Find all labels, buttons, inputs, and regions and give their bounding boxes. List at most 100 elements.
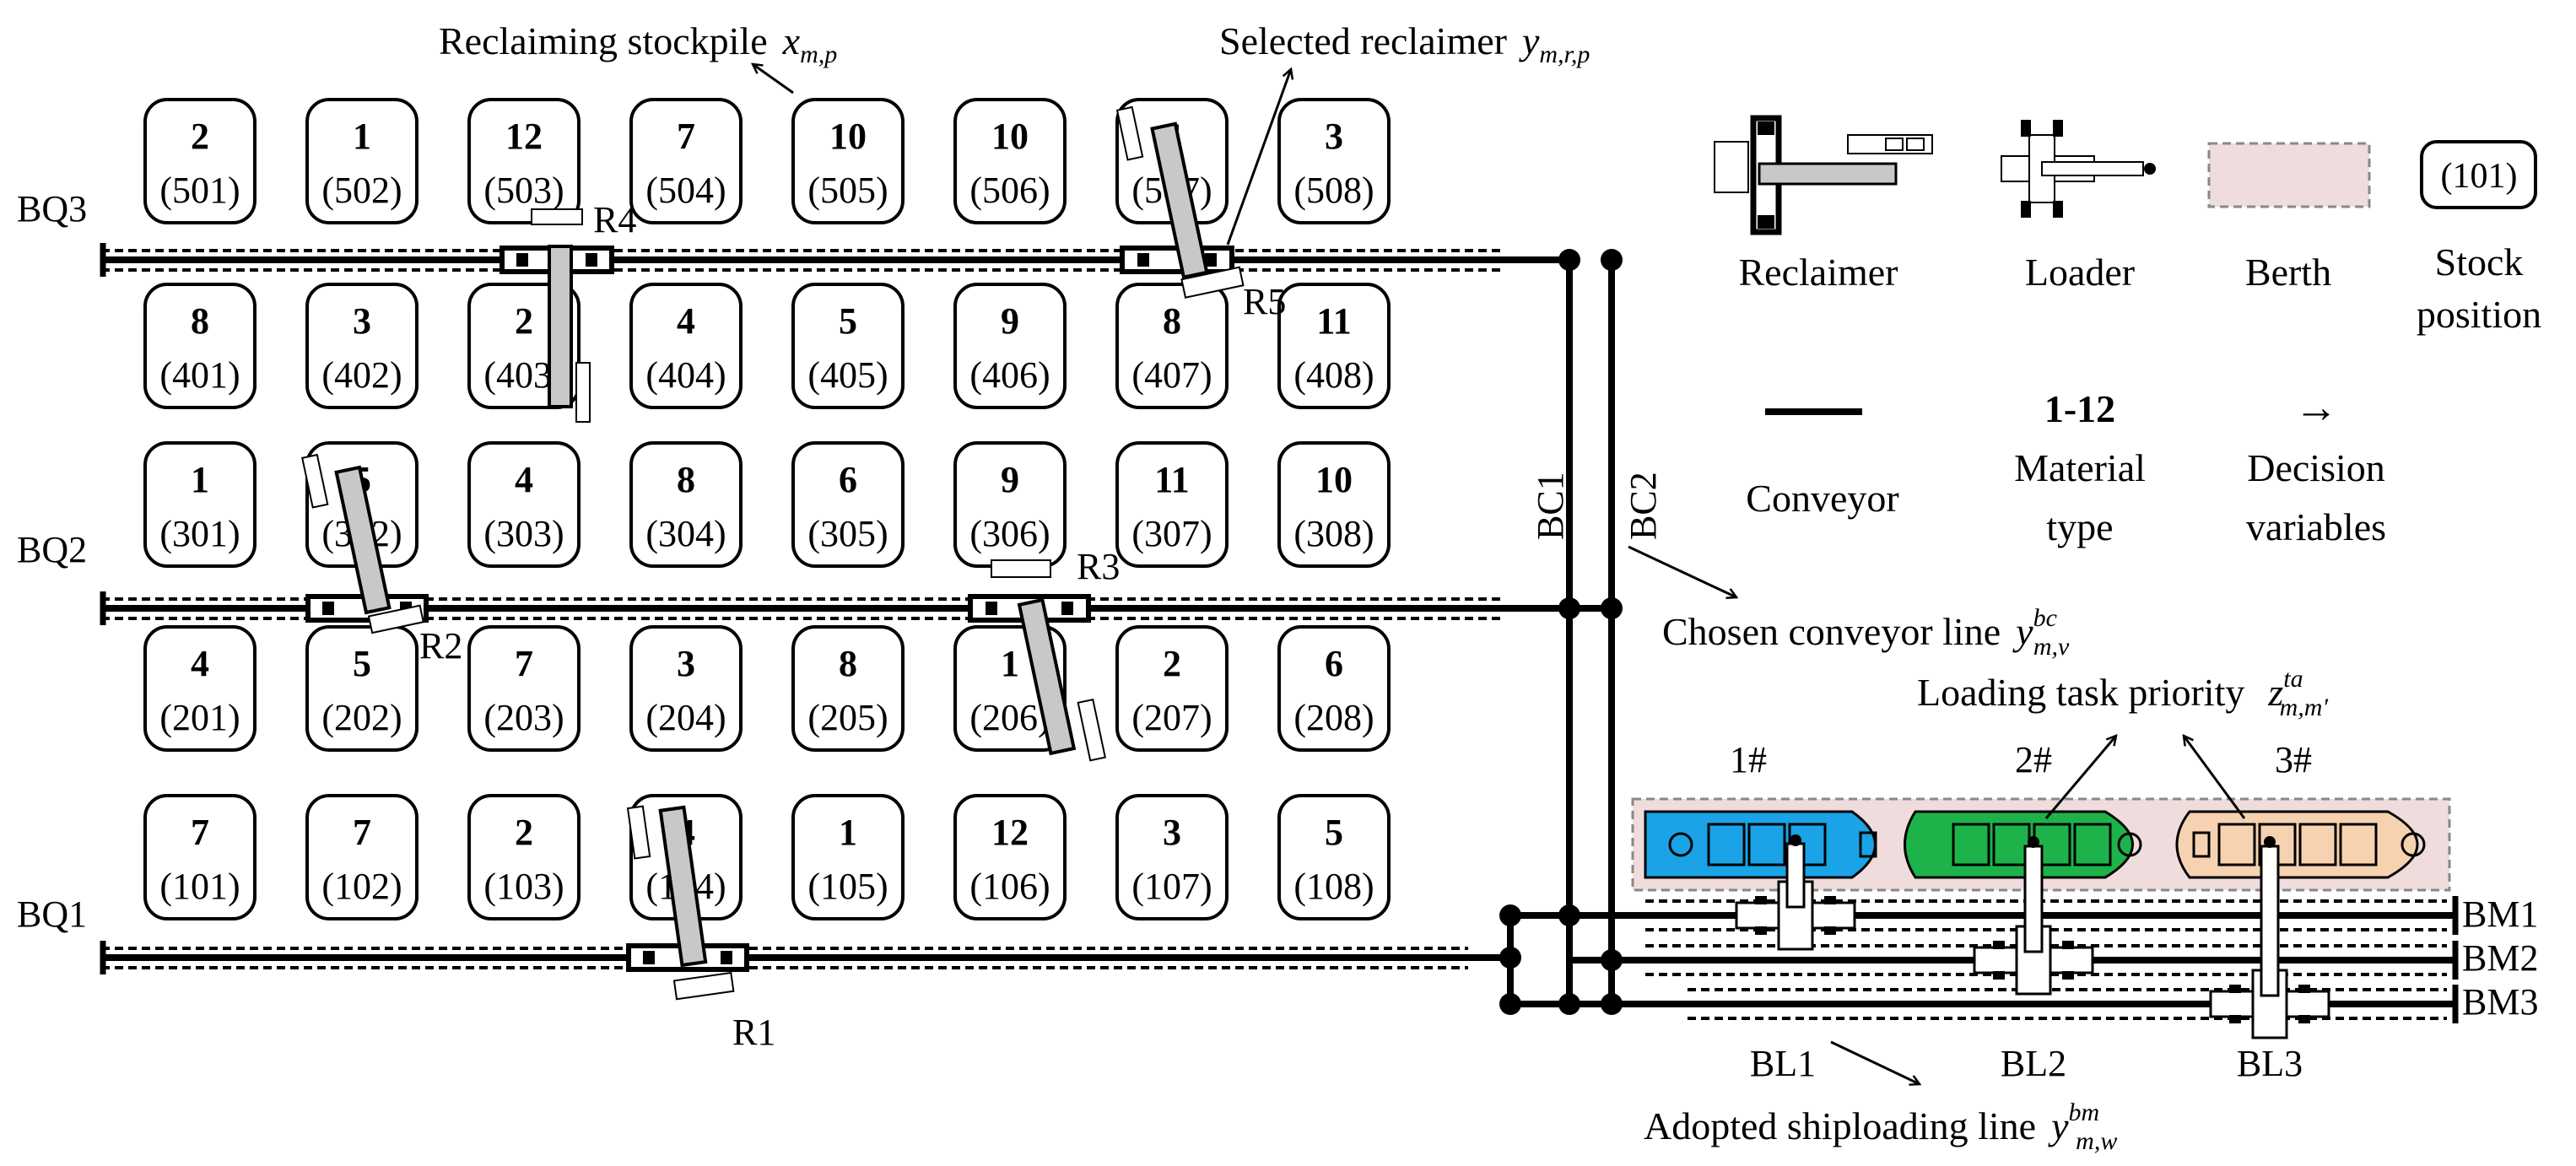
conveyor-bc1[interactable]: BC1 bbox=[1530, 260, 1573, 1004]
ship-3[interactable]: 3# bbox=[2175, 739, 2426, 879]
stock-cell-307[interactable]: 11 (307) bbox=[1115, 441, 1229, 568]
annotation-arrow bbox=[753, 64, 794, 94]
stock-cell-201[interactable]: 4 (201) bbox=[143, 625, 257, 752]
stock-cell-107[interactable]: 3 (107) bbox=[1115, 794, 1229, 920]
position-label: (506) bbox=[969, 170, 1050, 211]
material-label: 1 bbox=[191, 459, 209, 500]
stock-cell-504[interactable]: 7 (504) bbox=[629, 98, 743, 224]
stock-cell-505[interactable]: 10 (505) bbox=[791, 98, 905, 224]
stock-cell-503[interactable]: 12 (503) bbox=[467, 98, 581, 224]
stock-cell-108[interactable]: 5 (108) bbox=[1277, 794, 1391, 920]
ship-line-bm3[interactable]: BM3 bbox=[1688, 981, 2538, 1023]
stock-cell-501[interactable]: 2 (501) bbox=[143, 98, 257, 224]
annotation-arrow bbox=[2184, 736, 2246, 819]
stock-cell-306[interactable]: 9 (306) bbox=[953, 441, 1067, 568]
ship-1[interactable]: 1# bbox=[1644, 739, 1877, 879]
track-label: BQ3 bbox=[17, 188, 87, 229]
stock-cell-301[interactable]: 1 (301) bbox=[143, 441, 257, 568]
ship-line-label: BM2 bbox=[2462, 937, 2538, 979]
track-label: BQ1 bbox=[17, 893, 87, 935]
ship-label: 2# bbox=[2015, 739, 2052, 780]
track-bq1[interactable]: BQ1 bbox=[17, 893, 1510, 974]
stock-cell-101[interactable]: 7 (101) bbox=[143, 794, 257, 920]
position-label: (201) bbox=[159, 697, 240, 738]
legend-label: type bbox=[2046, 505, 2113, 548]
stock-cell-408[interactable]: 11 (408) bbox=[1277, 283, 1391, 409]
stock-cell-105[interactable]: 1 (105) bbox=[791, 794, 905, 920]
legend-conveyor: Conveyor bbox=[1746, 408, 1899, 520]
ship-2[interactable]: 2# bbox=[1904, 739, 2142, 879]
material-label: 1 bbox=[1001, 643, 1019, 684]
stock-cell-305[interactable]: 6 (305) bbox=[791, 441, 905, 568]
position-label: (106) bbox=[969, 866, 1050, 907]
stock-cell-205[interactable]: 8 (205) bbox=[791, 625, 905, 752]
reclaimer-r3[interactable]: R3 bbox=[968, 546, 1120, 769]
loader-bl3[interactable] bbox=[2209, 836, 2330, 1039]
stock-cell-405[interactable]: 5 (405) bbox=[791, 283, 905, 409]
stock-cell-308[interactable]: 10 (308) bbox=[1277, 441, 1391, 568]
position-label: (406) bbox=[969, 354, 1050, 396]
stock-cell-102[interactable]: 7 (102) bbox=[305, 794, 419, 920]
position-label: (301) bbox=[159, 513, 240, 554]
ship-label: 3# bbox=[2275, 739, 2312, 780]
stock-cell-202[interactable]: 5 (202) bbox=[305, 625, 419, 752]
stock-row-2: 4 (201) 5 (202) 7 (203) 3 (204) 8 (205) … bbox=[143, 625, 1391, 752]
stock-cell-203[interactable]: 7 (203) bbox=[467, 625, 581, 752]
material-label: 5 bbox=[1325, 812, 1343, 853]
material-label: 4 bbox=[191, 643, 209, 684]
conveyor-bc2[interactable]: BC2 bbox=[1608, 260, 1664, 1004]
loader-line-label: BL3 bbox=[2237, 1043, 2303, 1084]
stock-row-4: 8 (401) 3 (402) 2 (403) 4 (404) 5 (405) … bbox=[143, 283, 1391, 409]
position-label: (504) bbox=[645, 170, 726, 211]
loader-bl2[interactable] bbox=[1973, 836, 2094, 996]
track-bq3[interactable]: BQ3 bbox=[17, 188, 1569, 277]
stock-cell-407[interactable]: 8 (407) bbox=[1115, 283, 1229, 409]
material-label: 12 bbox=[505, 116, 543, 157]
stock-cell-207[interactable]: 2 (207) bbox=[1115, 625, 1229, 752]
annotation-arrow bbox=[1628, 545, 1736, 597]
stock-cell-103[interactable]: 2 (103) bbox=[467, 794, 581, 920]
stock-cell-401[interactable]: 8 (401) bbox=[143, 283, 257, 409]
stock-cell-106[interactable]: 12 (106) bbox=[953, 794, 1067, 920]
legend-sample: 1-12 bbox=[2044, 387, 2115, 430]
material-label: 1 bbox=[353, 116, 371, 157]
reclaimer-r5[interactable]: R5 bbox=[1115, 92, 1286, 322]
material-label: 11 bbox=[1316, 300, 1352, 342]
loader-bl1[interactable] bbox=[1735, 834, 1856, 951]
legend-label: Loader bbox=[2025, 251, 2135, 294]
material-label: 6 bbox=[839, 459, 857, 500]
stock-cell-208[interactable]: 6 (208) bbox=[1277, 625, 1391, 752]
material-label: 2 bbox=[515, 812, 533, 853]
position-label: (101) bbox=[159, 866, 240, 907]
stock-cell-304[interactable]: 8 (304) bbox=[629, 441, 743, 568]
legend-label: variables bbox=[2246, 505, 2386, 548]
material-label: 10 bbox=[829, 116, 867, 157]
stock-cell-303[interactable]: 4 (303) bbox=[467, 441, 581, 568]
stock-cell-404[interactable]: 4 (404) bbox=[629, 283, 743, 409]
legend-label: Stock bbox=[2435, 240, 2524, 283]
stock-cell-204[interactable]: 3 (204) bbox=[629, 625, 743, 752]
reclaimer-r2[interactable]: R2 bbox=[301, 440, 462, 667]
material-label: 12 bbox=[991, 812, 1029, 853]
legend: Reclaimer Loader Berth (101) Stock posit… bbox=[1714, 115, 2541, 548]
legend-label: Conveyor bbox=[1746, 477, 1898, 520]
position-label: (102) bbox=[321, 866, 402, 907]
stock-cell-402[interactable]: 3 (402) bbox=[305, 283, 419, 409]
position-label: (407) bbox=[1131, 354, 1212, 396]
stock-cell-206[interactable]: 1 (206) bbox=[953, 625, 1067, 752]
material-label: 10 bbox=[1315, 459, 1353, 500]
reclaimer-r4[interactable]: R4 bbox=[500, 199, 636, 423]
ship-line-bm1[interactable]: BM1 bbox=[1645, 893, 2538, 935]
stock-cell-506[interactable]: 10 (506) bbox=[953, 98, 1067, 224]
stock-cell-508[interactable]: 3 (508) bbox=[1277, 98, 1391, 224]
reclaimer-label: R1 bbox=[732, 1012, 775, 1053]
position-label: (307) bbox=[1131, 513, 1212, 554]
position-label: (508) bbox=[1293, 170, 1374, 211]
stock-cell-406[interactable]: 9 (406) bbox=[953, 283, 1067, 409]
material-label: 4 bbox=[677, 300, 695, 342]
stock-cell-502[interactable]: 1 (502) bbox=[305, 98, 419, 224]
position-label: (401) bbox=[159, 354, 240, 396]
ship-line-bm2[interactable]: BM2 bbox=[1645, 937, 2538, 980]
reclaimer-r1[interactable]: R1 bbox=[626, 797, 775, 1053]
